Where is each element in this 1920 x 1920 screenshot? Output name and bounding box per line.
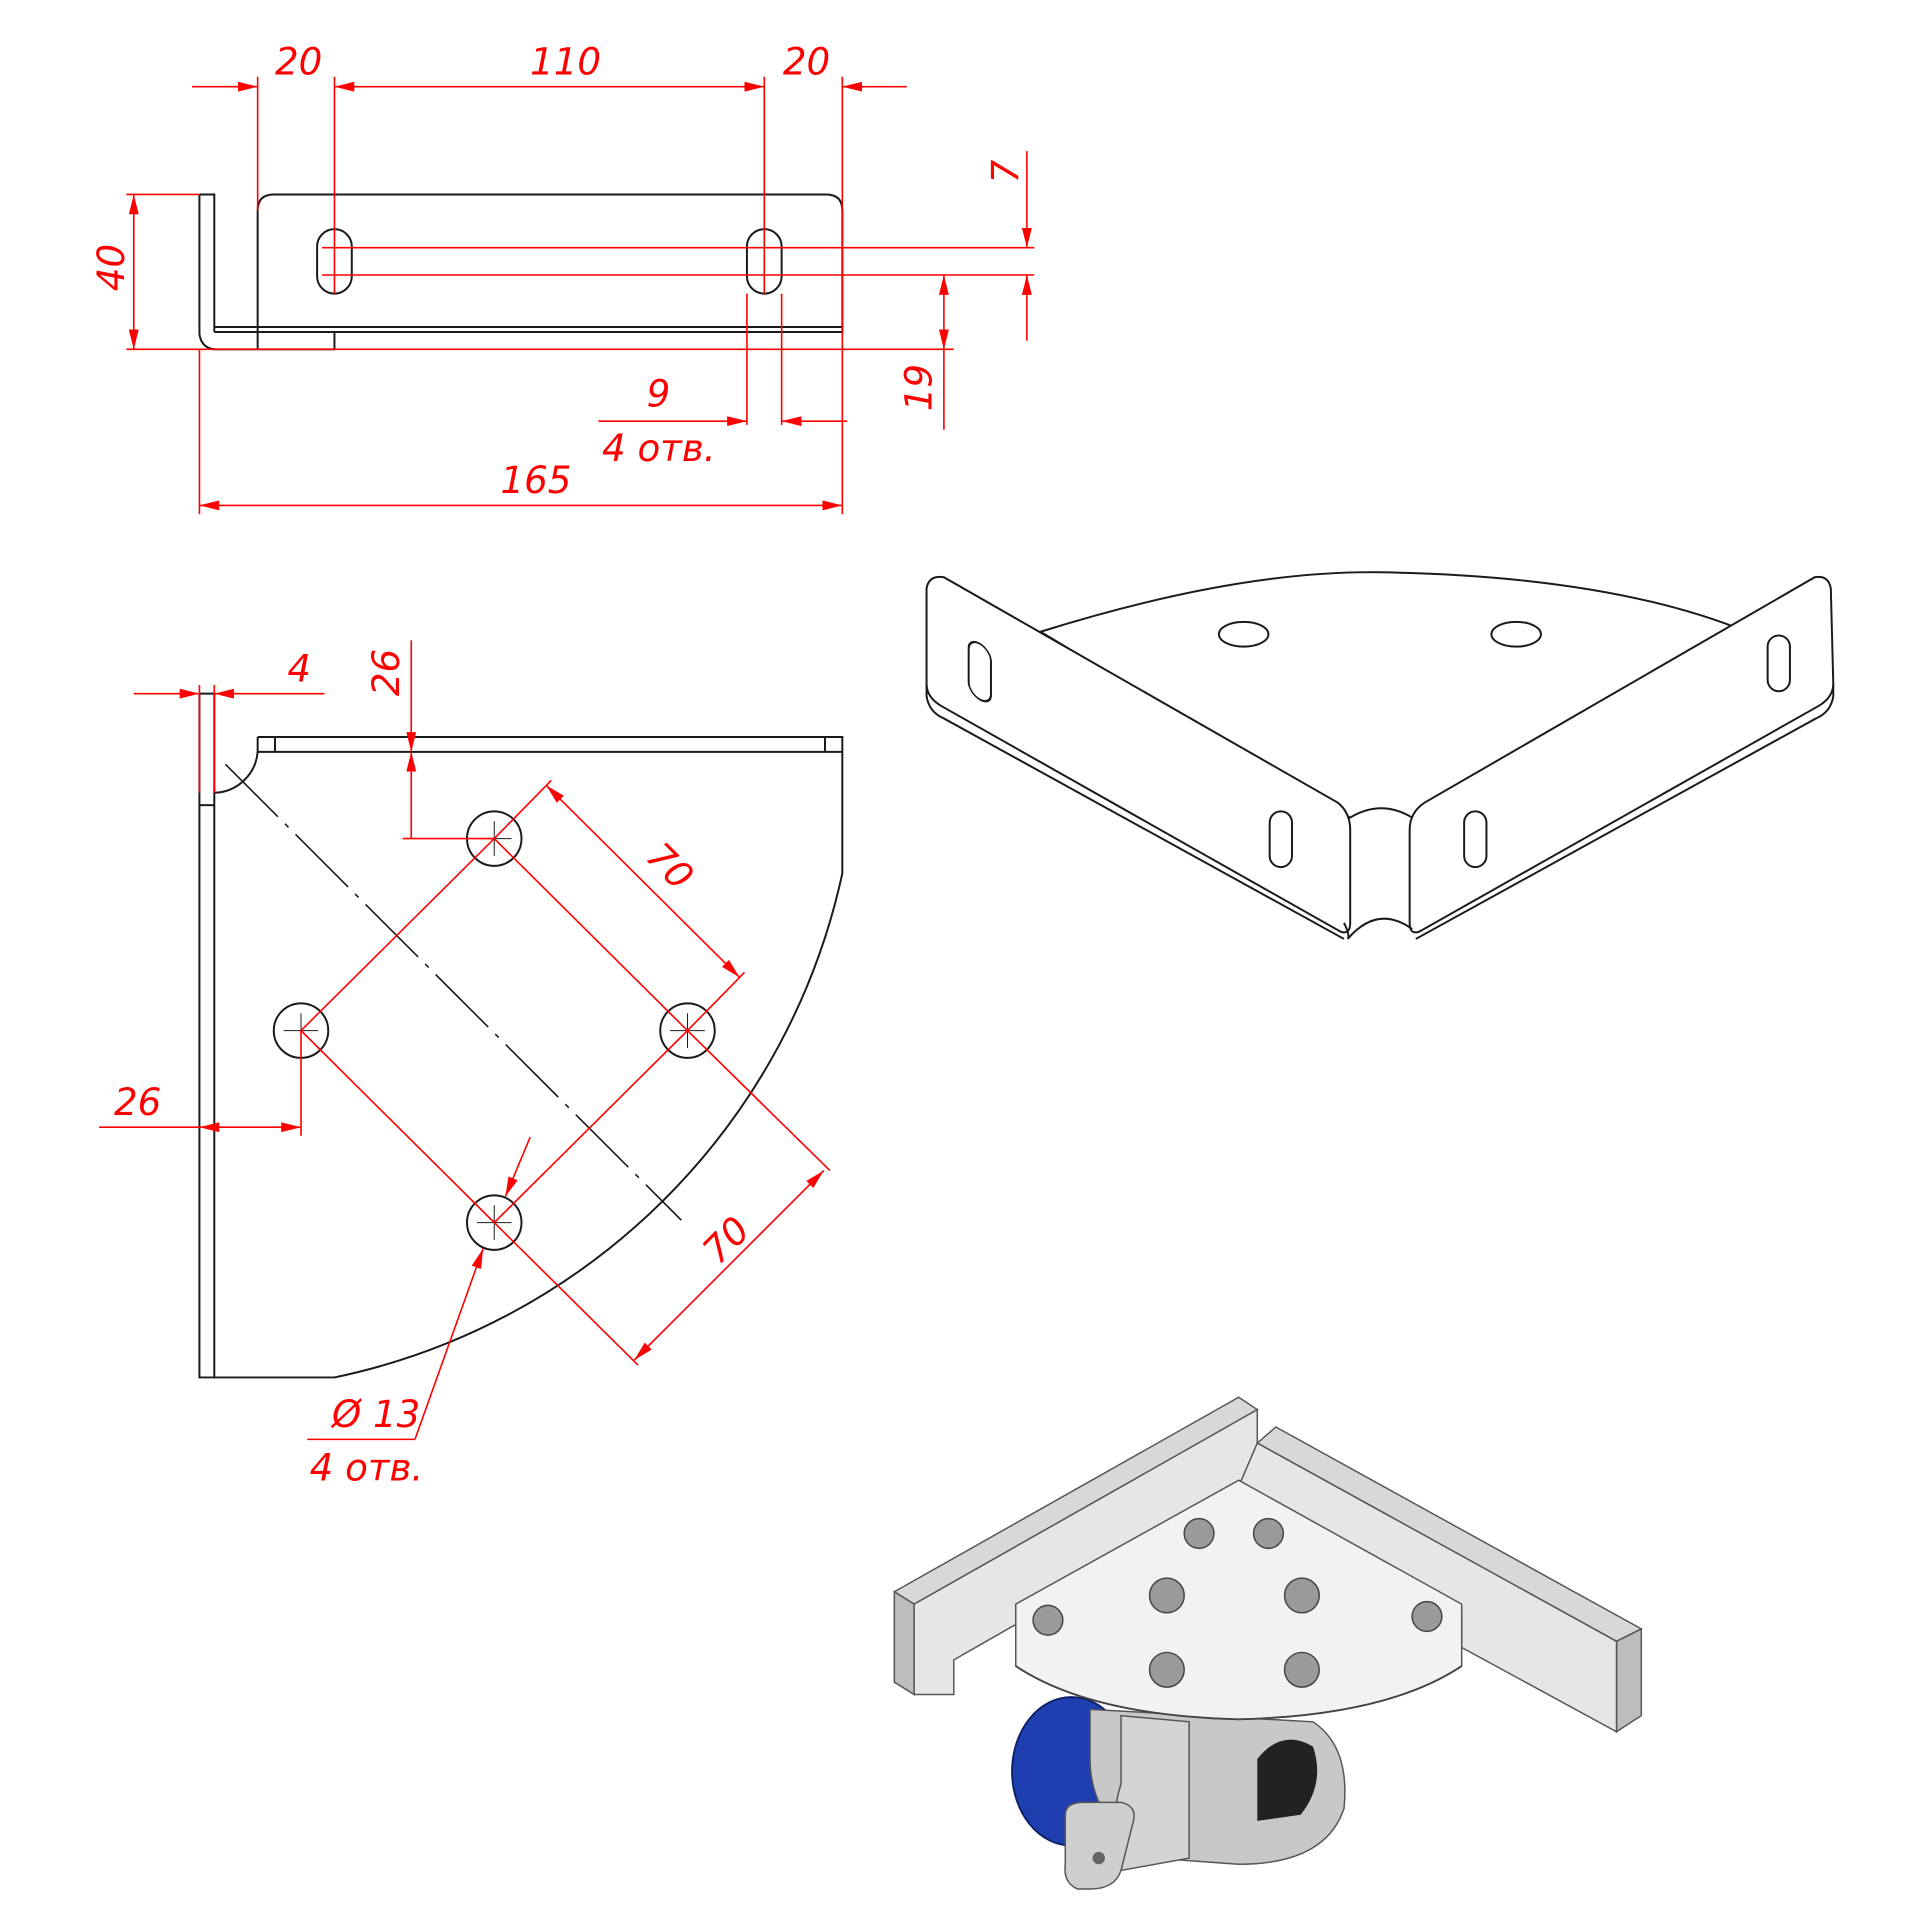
hole-right (659, 1002, 716, 1059)
dim-110: 110 (530, 40, 601, 83)
dim-19: 19 (898, 364, 941, 411)
dim-40: 40 (90, 244, 133, 291)
dim-7: 7 (984, 159, 1027, 183)
isometric-bracket (925, 571, 1835, 940)
slot-count-note: 4 отв. (602, 427, 716, 470)
dim-26-top: 26 (365, 649, 408, 696)
dim-70-a: 70 (638, 834, 702, 898)
top-view: 20 110 20 40 7 19 9 4 отв. 165 (90, 40, 1035, 515)
bracket-side-outline (198, 193, 844, 351)
bolts (1032, 1517, 1443, 1688)
dim-4: 4 (287, 647, 311, 690)
dim-26-left: 26 (114, 1081, 161, 1124)
dim-hole-diameter: Ø 13 (330, 1393, 420, 1436)
top-dimensions: 20 110 20 40 7 19 9 4 отв. 165 (90, 40, 1035, 515)
dim-70-b: 70 (694, 1208, 758, 1272)
dim-9: 9 (647, 372, 671, 415)
hole-bottom (466, 1194, 523, 1251)
plan-dimensions: 70 70 26 4 26 Ø 13 4 отв. (99, 640, 831, 1489)
hole-count-note: 4 отв. (310, 1446, 424, 1489)
iso-hole (1217, 620, 1270, 648)
assembly-render (892, 1396, 1643, 1890)
iso-hole (1490, 620, 1542, 648)
dim-165: 165 (500, 459, 571, 502)
dim-20-right: 20 (783, 40, 830, 83)
bracket-plan-outline (198, 692, 844, 1379)
plan-view: 70 70 26 4 26 Ø 13 4 отв. (99, 640, 844, 1489)
dim-20-left: 20 (275, 40, 322, 83)
